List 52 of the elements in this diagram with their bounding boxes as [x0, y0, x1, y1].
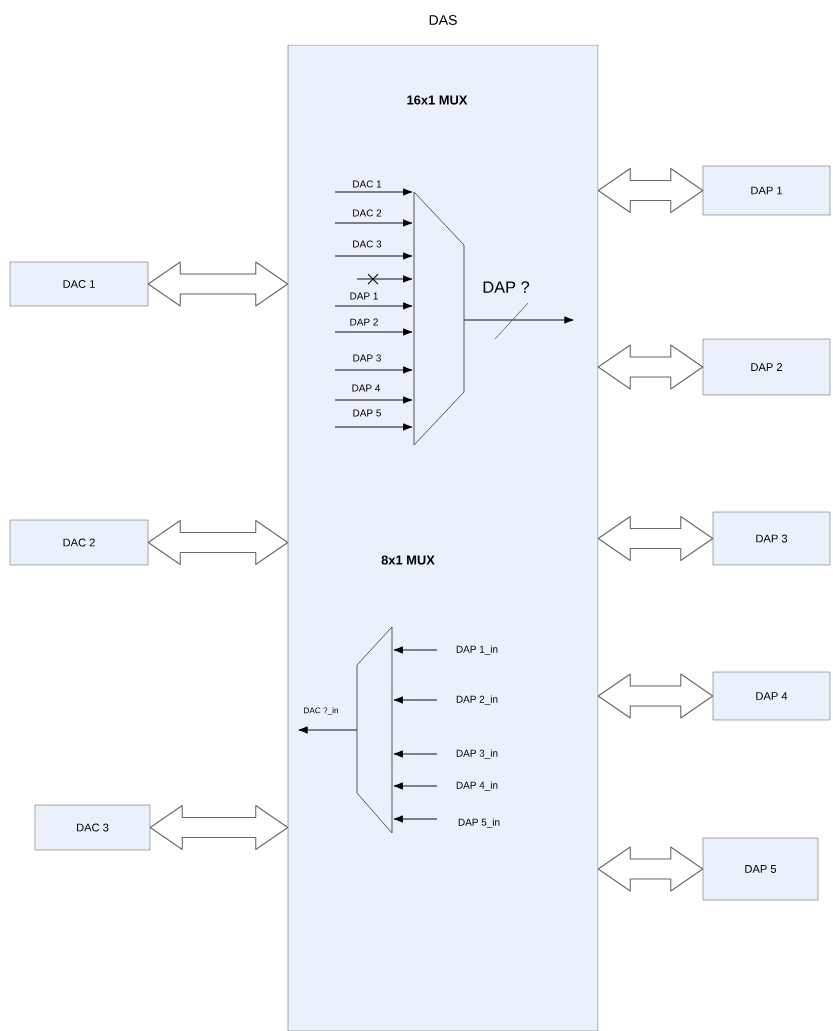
block-box: DAP 4	[712, 671, 831, 721]
edge-label: DAP 4	[352, 384, 381, 392]
edge-label: DAP 3	[353, 354, 381, 362]
arrow	[298, 726, 358, 734]
block-box: DAP 2	[702, 338, 831, 396]
block-box: DAC 3	[34, 804, 151, 851]
arrow	[393, 782, 438, 790]
arrow	[334, 328, 413, 336]
section-heading: 16x1 MUX	[407, 95, 468, 105]
multiplexer-symbol	[356, 626, 393, 834]
edge-label: DAP 2	[350, 318, 378, 326]
arrow	[393, 815, 438, 823]
edge-label: DAP 2_in	[456, 695, 498, 705]
arrow	[393, 646, 438, 654]
arrow	[334, 366, 413, 374]
multiplexer-symbol	[413, 191, 465, 446]
double-block-arrow	[147, 261, 289, 307]
block-box: DAC 2	[9, 519, 149, 566]
double-block-arrow	[597, 344, 704, 390]
block-box: DAC 1	[9, 261, 149, 307]
arrow	[393, 750, 438, 758]
section-heading: 8x1 MUX	[381, 555, 435, 565]
double-block-arrow	[149, 805, 289, 851]
double-block-arrow	[597, 846, 704, 892]
arrow	[334, 188, 413, 196]
edge-label: DAP 4_in	[456, 781, 498, 791]
node-label: DAS	[429, 15, 457, 25]
arrow	[393, 696, 438, 704]
arrow	[334, 252, 413, 260]
edge-label: DAC 1	[353, 180, 382, 188]
edge-label: DAP 5_in	[458, 818, 500, 828]
double-block-arrow	[147, 520, 289, 566]
edge-label: DAC ?_in	[304, 707, 338, 715]
arrow	[334, 423, 413, 431]
double-block-arrow	[597, 673, 714, 719]
edge-label: DAP 5	[353, 409, 381, 417]
arrow	[356, 275, 413, 283]
edge-label: DAC 2	[353, 209, 382, 217]
block-box: DAP 5	[702, 837, 819, 901]
edge-label: DAP 1	[350, 292, 378, 300]
arrow	[463, 316, 574, 324]
arrow	[334, 302, 413, 310]
edge-label: DAP ?	[483, 281, 530, 293]
edge-label: DAP 1_in	[456, 645, 498, 655]
double-block-arrow	[597, 516, 714, 562]
arrow	[334, 219, 413, 227]
arrow	[334, 396, 413, 404]
block-box: DAP 1	[702, 165, 831, 216]
block-box: DAP 3	[712, 511, 831, 566]
edge-label: DAC 3	[353, 240, 382, 248]
edge-label: DAP 3_in	[456, 749, 498, 759]
double-block-arrow	[597, 167, 704, 214]
